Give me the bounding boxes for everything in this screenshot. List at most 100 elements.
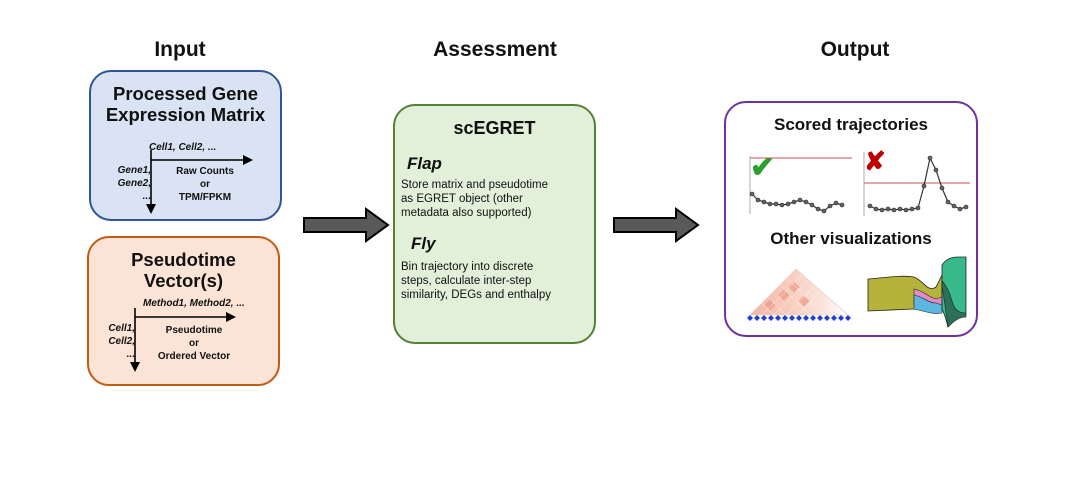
alluvial-plot	[867, 256, 967, 328]
arrow-assessment-to-output	[613, 207, 700, 243]
pseudo-box-title: Pseudotime Vector(s)	[89, 249, 278, 291]
heatmap-marker	[838, 315, 844, 321]
pseudo-box-col-header: Method1, Method2, ...	[143, 298, 245, 309]
heatmap-grid-line	[773, 280, 809, 316]
good-plot-point	[785, 201, 791, 207]
heatmap-marker	[824, 315, 830, 321]
heatmap-grid-line	[797, 292, 821, 316]
scegret-box: scEGRET Flap Store matrix and pseudotime…	[393, 104, 596, 344]
bad-plot-line	[869, 156, 967, 211]
gene-box-content2: or	[200, 179, 210, 190]
good-plot-point	[821, 208, 827, 214]
heatmap-grid-line	[761, 274, 803, 316]
good-plot-point	[767, 201, 773, 207]
bad-plot-point	[963, 204, 969, 210]
good-plot-point	[827, 203, 833, 209]
fly-desc-line1: Bin trajectory into discrete	[401, 261, 534, 273]
flap-title: Flap	[407, 154, 442, 173]
pseudo-vector-axes	[130, 308, 236, 372]
heatmap-grid	[757, 274, 825, 316]
heatmap-diagonal-markers	[747, 315, 851, 321]
heatmap-grid-line	[765, 294, 787, 316]
heatmap-grid-line	[757, 298, 775, 316]
pseudo-box-content2: or	[189, 338, 199, 349]
heatmap-grid-line	[785, 286, 815, 316]
pseudo-axis-horizontal-arrowhead	[226, 312, 236, 322]
flap-description: Store matrix and pseudotime as EGRET obj…	[401, 178, 596, 220]
gene-axis-horizontal-arrowhead	[243, 155, 253, 165]
bad-plot-point	[921, 183, 927, 189]
good-plot-point	[755, 197, 761, 203]
good-plot-point	[791, 199, 797, 205]
heatmap-triangle	[749, 268, 849, 316]
pseudotime-box: Pseudotime Vector(s) Method1, Method2, .…	[87, 236, 280, 386]
bad-plot-point	[879, 207, 885, 213]
heatmap-marker	[761, 315, 767, 321]
bad-plot-point	[873, 206, 879, 212]
gene-box-col-header: Cell1, Cell2, ...	[149, 142, 217, 153]
gene-matrix-axes	[146, 150, 253, 214]
arrow-input-to-assessment-shape	[303, 207, 390, 243]
assessment-heading: Assessment	[433, 38, 557, 61]
gene-box-row3: ...	[142, 191, 151, 202]
gene-box-title-line2: Expression Matrix	[105, 104, 266, 125]
similarity-heatmap	[747, 268, 851, 321]
pseudo-box-row-labels: Cell1, Cell2, ...	[89, 322, 135, 361]
good-plot-point	[839, 202, 845, 208]
pseudo-box-title-line1: Pseudotime	[131, 249, 236, 270]
pseudo-axis-vertical-arrowhead	[130, 362, 140, 372]
heatmap-marker	[845, 315, 851, 321]
bad-plot-point	[957, 206, 963, 212]
good-plot-point	[773, 201, 779, 207]
scored-trajectories-title: Scored trajectories	[773, 115, 928, 134]
bad-plot-point	[945, 199, 951, 205]
gene-box-row-labels: Gene1, Gene2, ...	[105, 164, 151, 203]
gene-box-title: Processed Gene Expression Matrix	[91, 83, 280, 125]
pseudo-box-content3: Ordered Vector	[157, 351, 231, 362]
good-plot-point	[809, 202, 815, 208]
heatmap-marker	[796, 315, 802, 321]
arrow-input-to-assessment	[303, 207, 390, 243]
bad-plot-point	[933, 167, 939, 173]
flap-desc-line1: Store matrix and pseudotime	[401, 179, 549, 191]
fly-description: Bin trajectory into discrete steps, calc…	[401, 260, 596, 302]
gene-expression-box: Processed Gene Expression Matrix Cell1, …	[89, 70, 282, 221]
bad-plot-point	[915, 205, 921, 211]
heatmap-marker	[810, 315, 816, 321]
heatmap-marker	[831, 315, 837, 321]
heatmap-marker	[803, 315, 809, 321]
heatmap-marker	[747, 315, 753, 321]
pseudo-box-title-line2: Vector(s)	[143, 270, 224, 291]
good-plot-point	[803, 199, 809, 205]
good-plot-point	[815, 206, 821, 212]
output-box: Scored trajectories ✔ ✘	[724, 101, 978, 337]
bad-trajectory-cross-icon: ✘	[864, 146, 886, 176]
heatmap-marker	[768, 315, 774, 321]
good-plot-point	[797, 197, 803, 203]
gene-box-row2: Gene2,	[117, 178, 151, 189]
fly-desc-line2: steps, calculate inter-step	[401, 275, 532, 287]
bad-plot-point	[867, 203, 873, 209]
good-plot-point	[779, 202, 785, 208]
bad-plot-point	[951, 203, 957, 209]
bad-plot-point	[903, 207, 909, 213]
pseudo-box-row3: ...	[126, 349, 135, 360]
bad-plot-point	[939, 185, 945, 191]
arrow-assessment-to-output-shape	[613, 207, 700, 243]
good-plot-point	[749, 191, 755, 197]
heatmap-marker	[789, 315, 795, 321]
gene-box-content: Raw Counts or TPM/FPKM	[155, 165, 255, 204]
gene-box-content3: TPM/FPKM	[178, 192, 232, 203]
scegret-title: scEGRET	[453, 118, 536, 138]
other-visualizations-title: Other visualizations	[770, 229, 932, 248]
gene-box-content1: Raw Counts	[176, 166, 234, 177]
pseudo-box-row1: Cell1,	[108, 323, 135, 334]
output-heading: Output	[820, 38, 890, 61]
pseudo-box-row2: Cell2,	[108, 336, 135, 347]
good-plot-points	[749, 191, 845, 214]
pseudo-box-content: Pseudotime or Ordered Vector	[139, 324, 249, 363]
good-plot-point	[761, 199, 767, 205]
heatmap-marker	[782, 315, 788, 321]
bad-plot-point	[891, 207, 897, 213]
good-plot-point	[833, 200, 839, 206]
